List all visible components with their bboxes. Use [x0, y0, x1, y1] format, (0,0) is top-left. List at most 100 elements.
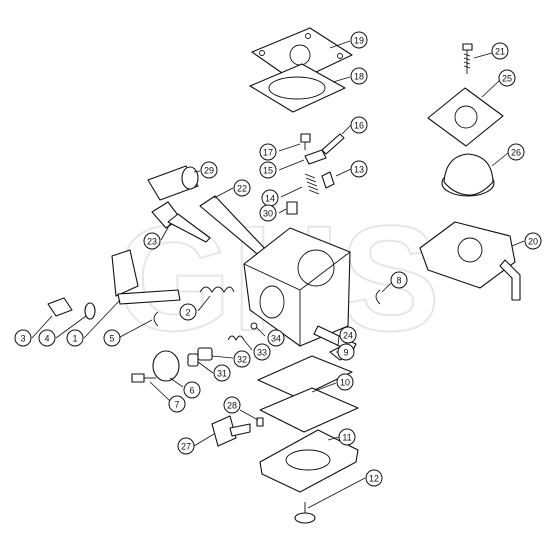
- part-18-diaphragm: [249, 63, 346, 113]
- callout-32: 32: [233, 350, 251, 368]
- callout-3: 3: [14, 329, 32, 347]
- part-30-plug: [286, 201, 298, 215]
- callout-circle: [336, 373, 354, 391]
- callout-27: 27: [177, 437, 195, 455]
- part-16-lever: [321, 133, 345, 155]
- callout-number: 24: [343, 331, 353, 341]
- leader-lines: [31, 40, 525, 509]
- callout-circle: [350, 31, 368, 49]
- callout-22: 22: [233, 179, 251, 197]
- part-7-screw: [131, 373, 156, 383]
- callout-24: 24: [339, 326, 357, 344]
- callout-25: 25: [498, 69, 516, 87]
- part-25-gasket: [427, 87, 504, 147]
- callout-30: 30: [259, 204, 277, 222]
- callout-4: 4: [38, 329, 56, 347]
- callout-circle: [350, 116, 368, 134]
- part-2-spring: [199, 286, 235, 293]
- part-13-inlet-needle: [321, 171, 335, 189]
- part-9-gasket: [257, 355, 353, 399]
- callout-circle: [390, 271, 408, 289]
- callout-number: 34: [271, 334, 281, 344]
- callout-9: 9: [337, 343, 355, 361]
- callout-number: 12: [369, 474, 379, 484]
- callout-circle: [200, 161, 218, 179]
- part-17-screw: [300, 133, 311, 150]
- callout-number: 2: [185, 308, 190, 318]
- part-20-pump-housing: [419, 221, 521, 301]
- callout-circle: [338, 428, 356, 446]
- callout-number: 30: [263, 209, 273, 219]
- part-12-screw: [294, 502, 316, 524]
- callout-number: 3: [20, 334, 25, 344]
- callout-10: 10: [336, 373, 354, 391]
- callout-number: 13: [354, 165, 364, 175]
- callout-number: 20: [528, 237, 538, 247]
- callout-12: 12: [365, 469, 383, 487]
- callout-circle: [233, 350, 251, 368]
- callout-7: 7: [168, 395, 186, 413]
- callout-number: 27: [181, 442, 191, 452]
- callout-number: 31: [217, 369, 227, 379]
- callout-circle: [213, 364, 231, 382]
- part-21-screw: [462, 43, 473, 74]
- callout-number: 14: [265, 194, 275, 204]
- part-1-lever: [111, 249, 181, 305]
- callout-number: 7: [174, 400, 179, 410]
- part-27-adjusting-screw: [211, 415, 251, 447]
- callout-number: 5: [109, 334, 114, 344]
- callout-number: 21: [495, 47, 505, 57]
- callout-circle: [253, 343, 271, 361]
- callout-circle: [66, 329, 84, 347]
- callout-26: 26: [507, 143, 525, 161]
- callout-circle: [350, 67, 368, 85]
- callout-number: 33: [257, 348, 267, 358]
- callout-number: 19: [354, 36, 364, 46]
- callout-17: 17: [259, 143, 277, 161]
- part-32-plug: [197, 347, 213, 361]
- callout-circle: [223, 396, 241, 414]
- callout-circle: [498, 69, 516, 87]
- callout-19: 19: [350, 31, 368, 49]
- callout-number: 16: [354, 121, 364, 131]
- callout-circle: [143, 232, 161, 250]
- callout-circle: [103, 329, 121, 347]
- callout-number: 15: [263, 166, 273, 176]
- callout-number: 32: [237, 355, 247, 365]
- callout-number: 29: [204, 166, 214, 176]
- callout-33: 33: [253, 343, 271, 361]
- callout-number: 23: [147, 237, 157, 247]
- part-28-pin: [256, 417, 264, 427]
- part-4-washer: [84, 302, 96, 320]
- callout-circle: [524, 232, 542, 250]
- callout-16: 16: [350, 116, 368, 134]
- callout-circle: [259, 143, 277, 161]
- part-3-nut: [47, 297, 73, 317]
- callout-number: 9: [343, 348, 348, 358]
- callout-circle: [339, 326, 357, 344]
- part-8-clip: [375, 289, 381, 305]
- callout-circle: [183, 381, 201, 399]
- callout-circle: [337, 343, 355, 361]
- callout-circle: [491, 42, 509, 60]
- callout-23: 23: [143, 232, 161, 250]
- callout-5: 5: [103, 329, 121, 347]
- callout-number: 25: [502, 74, 512, 84]
- callout-number: 28: [227, 401, 237, 411]
- callout-15: 15: [259, 161, 277, 179]
- callout-number: 22: [237, 184, 247, 194]
- callout-circle: [168, 395, 186, 413]
- callout-13: 13: [350, 160, 368, 178]
- callout-1: 1: [66, 329, 84, 347]
- part-34-ring: [250, 322, 258, 330]
- callout-circle: [259, 161, 277, 179]
- part-31-sleeve: [187, 353, 199, 367]
- callout-circle: [38, 329, 56, 347]
- callout-21: 21: [491, 42, 509, 60]
- callout-circle: [259, 204, 277, 222]
- part-11-end-cover: [259, 429, 359, 493]
- callout-number: 17: [263, 148, 273, 158]
- callout-number: 11: [342, 433, 351, 443]
- callout-2: 2: [179, 303, 197, 321]
